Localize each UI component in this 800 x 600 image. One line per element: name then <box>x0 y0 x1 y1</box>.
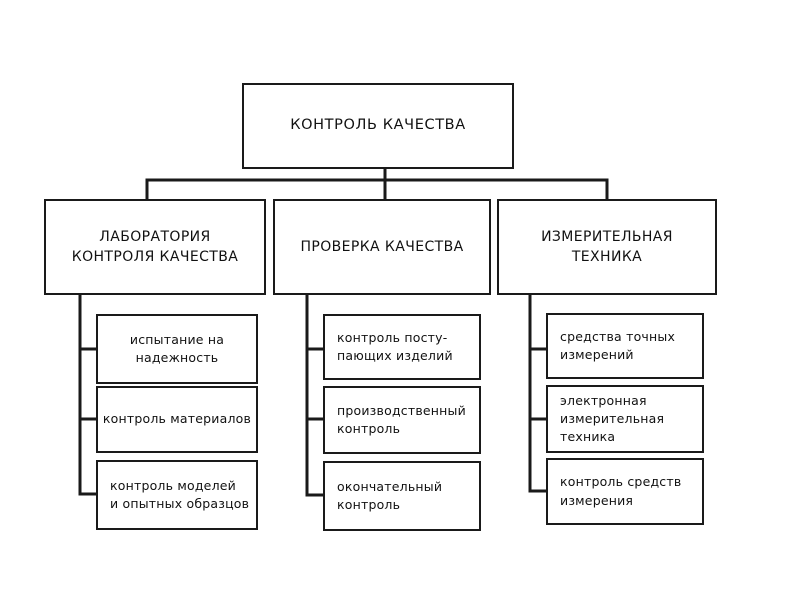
branch-head-label: ЛАБОРАТОРИЯ КОНТРОЛЯ КАЧЕСТВА <box>71 228 239 265</box>
item-instrument-control: контроль средств измерения <box>546 458 704 525</box>
root-box: КОНТРОЛЬ КАЧЕСТВА <box>242 83 514 169</box>
branch-head-label: ПРОВЕРКА КАЧЕСТВА <box>300 238 464 255</box>
item-incoming-control: контроль посту- пающих изделий <box>323 314 481 380</box>
item-label: контроль посту- пающих изделий <box>337 329 453 363</box>
item-label: электронная измерительная техника <box>560 392 665 445</box>
item-model-control: контроль моделей и опытных образцов <box>96 460 258 530</box>
item-final-control: окончательный контроль <box>323 461 481 531</box>
branch-head-label: ИЗМЕРИТЕЛЬНАЯ ТЕХНИКА <box>541 228 673 265</box>
item-reliability-testing: испытание на надежность <box>96 314 258 384</box>
item-label: окончательный контроль <box>337 478 443 512</box>
item-label: контроль моделей и опытных образцов <box>110 477 250 511</box>
item-precision-instruments: средства точных измерений <box>546 313 704 379</box>
branch-head-quality-check: ПРОВЕРКА КАЧЕСТВА <box>273 199 491 295</box>
item-material-control: контроль материалов <box>96 386 258 453</box>
branch-head-measurement: ИЗМЕРИТЕЛЬНАЯ ТЕХНИКА <box>497 199 717 295</box>
item-label: производственный контроль <box>337 402 466 436</box>
item-label: испытание на надежность <box>129 331 225 365</box>
item-label: контроль средств измерения <box>560 474 682 508</box>
item-electronic-measurement: электронная измерительная техника <box>546 385 704 453</box>
item-production-control: производственный контроль <box>323 386 481 454</box>
item-label: средства точных измерений <box>560 328 676 362</box>
item-label: контроль материалов <box>102 411 252 427</box>
root-label: КОНТРОЛЬ КАЧЕСТВА <box>290 117 466 134</box>
branch-head-laboratory: ЛАБОРАТОРИЯ КОНТРОЛЯ КАЧЕСТВА <box>44 199 266 295</box>
